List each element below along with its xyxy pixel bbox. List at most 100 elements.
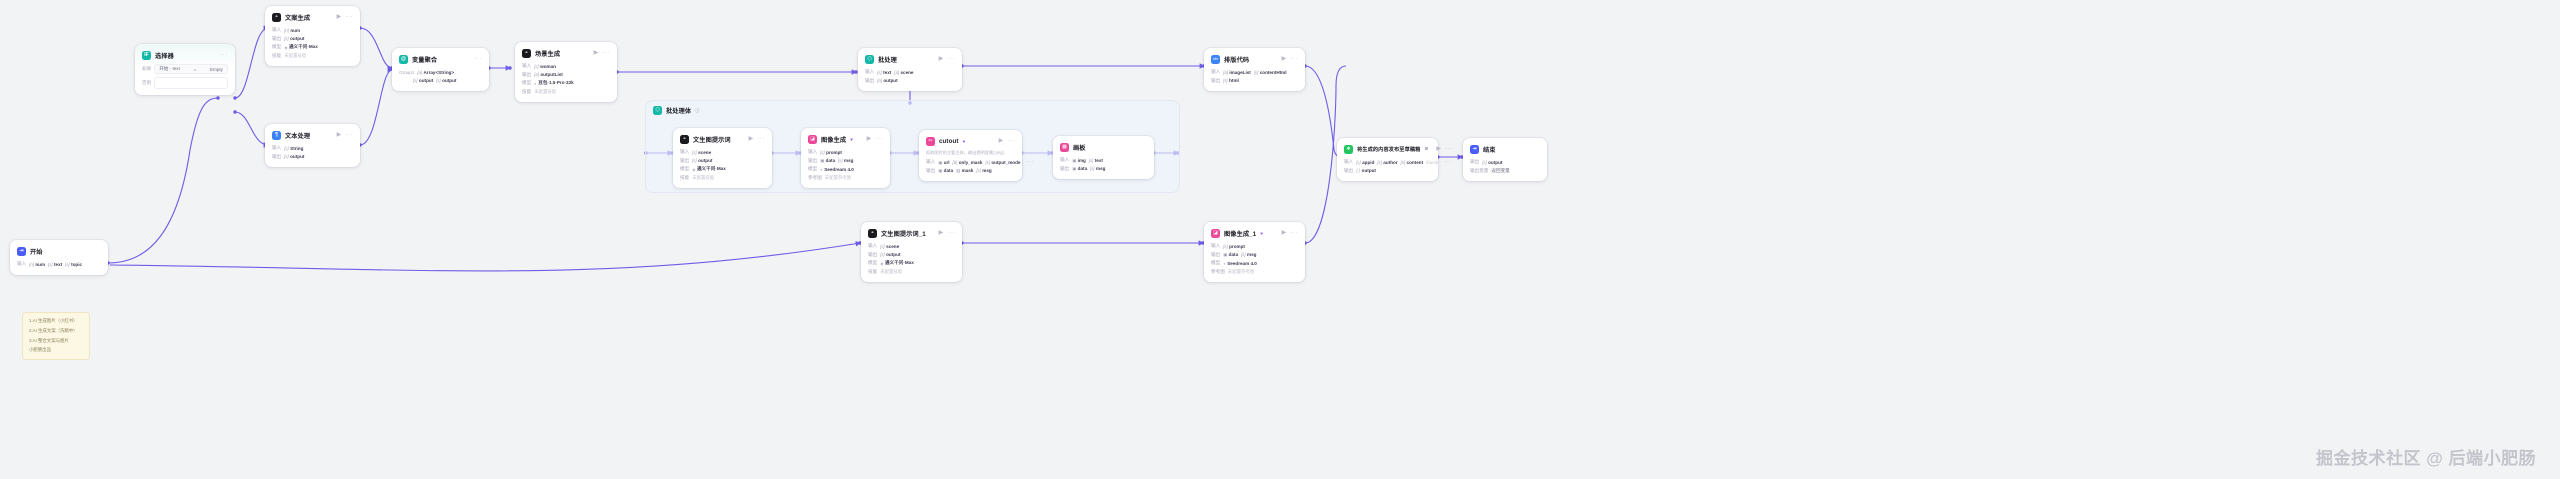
node-row: 输入 [s]woman [522, 62, 610, 71]
node-row: 输出变量 返回变量 [1470, 167, 1540, 176]
row-label: 输入 [1060, 157, 1070, 163]
else-slot[interactable] [154, 77, 228, 89]
node-row: 输出 [s]html [1211, 77, 1298, 86]
model-chip: ◐Seedream 4.0 [820, 166, 854, 172]
port-chip: [s]contentHtml [1253, 69, 1287, 75]
row-label: 模型 [1211, 260, 1221, 266]
run-icon[interactable]: ▶ [336, 132, 342, 138]
more-icon[interactable]: ··· [947, 230, 955, 236]
node-copy-gen[interactable]: ◓ 文案生成 ▶ ··· 输入 [n]num 输出 [s]output 模型 ◈… [265, 6, 360, 66]
more-icon[interactable]: ··· [1290, 56, 1298, 62]
node-row: 输入 [s]scene [680, 148, 765, 157]
heart-icon: ♥ [1260, 230, 1263, 236]
node-selector[interactable]: IF 选择器 ··· 如果 开始 - text = Empty 否则 [135, 44, 235, 95]
node-description: 抠取图片的主要主体，输出透明背景(.png) [926, 150, 1004, 155]
node-batch[interactable]: ⬡ 批处理 ▶ ··· 输入 [s]text [a]scene 输出 [a]ou… [858, 48, 962, 91]
run-icon[interactable]: ▶ [593, 50, 599, 56]
row-label: 输出 [272, 35, 282, 41]
row-label: 输入 [680, 149, 690, 155]
port-chip: ▣data [938, 168, 954, 174]
node-row: 输入 [s]scene [868, 242, 955, 251]
node-end[interactable]: ⇥ 结束 输出 [s]output 输出变量 返回变量 [1463, 138, 1547, 181]
more-icon[interactable]: ··· [875, 136, 883, 142]
port-chip: ▣data [820, 158, 836, 164]
run-icon[interactable]: ▶ [998, 138, 1004, 144]
node-title: 图像生成 [821, 136, 847, 144]
node-t2i-prompt[interactable]: ◓ 文生图提示词 ▶ ··· 输入 [s]scene 输出 [s]output … [673, 128, 772, 188]
node-header: ◓ 文生图提示词 ▶ ··· [680, 133, 765, 145]
row-label: 输出 [680, 157, 690, 163]
merge-icon: @ [399, 54, 408, 64]
node-row: 输出 { }output [1344, 167, 1431, 176]
more-icon[interactable]: ··· [345, 14, 353, 20]
run-icon[interactable]: ▶ [1436, 146, 1441, 152]
row-label: 输出 [522, 71, 532, 77]
port-chip: [a]scene [894, 69, 914, 75]
port-chip: [s]msg [1241, 252, 1257, 258]
node-scene-gen[interactable]: ◓ 场景生成 ▶ ··· 输入 [s]woman 输出 [a]outputLis… [515, 42, 617, 102]
node-board[interactable]: ▩ 画板 输入 ▣img [s]text 输出 ▣data [s]msg [1053, 136, 1154, 179]
run-icon[interactable]: ▶ [1281, 230, 1287, 236]
more-icon[interactable]: ··· [1444, 146, 1453, 152]
node-publish[interactable]: ❖ 将生成的内容发布至草稿箱 ⊞ ▶ ··· 输入 [s]appid [s]au… [1337, 138, 1452, 181]
node-img-gen-1[interactable]: ◪ 图像生成_1 ♥ ▶ ··· 输入 [s]prompt 输出 ▣data [… [1204, 222, 1305, 282]
node-start[interactable]: ⇥ 开始 输入 [n]num [s]text [s]topic [10, 240, 108, 275]
node-layout-code[interactable]: </> 排版代码 ▶ ··· 输入 [a]imageList [s]conten… [1204, 48, 1305, 91]
run-icon[interactable]: ▶ [938, 230, 944, 236]
node-row: Group1 [a]Array<String> [399, 68, 482, 77]
node-row: 输入 [s]text [a]scene [865, 68, 955, 77]
node-cutout[interactable]: ✂ cutout ♥ ▶ ··· 抠取图片的主要主体，输出透明背景(.png) … [919, 130, 1034, 181]
run-icon[interactable]: ▶ [866, 136, 872, 142]
node-header: ◓ 文生图提示词_1 ▶ ··· [868, 227, 955, 239]
plugin-icon: ❖ [1344, 144, 1353, 154]
return-variable-value: 返回变量 [1491, 167, 1510, 173]
node-header: ⬡ 批处理 ▶ ··· [865, 53, 955, 65]
node-row: 参考图 未配置参考图 [1211, 268, 1298, 277]
row-label: 技能 [522, 88, 532, 94]
info-icon[interactable]: ⓘ [695, 107, 700, 113]
node-t2i-prompt-1[interactable]: ◓ 文生图提示词_1 ▶ ··· 输入 [s]scene 输出 [s]outpu… [861, 222, 962, 282]
row-label: 输出变量 [1470, 167, 1489, 173]
condition-expression[interactable]: 开始 - text = Empty [154, 64, 228, 74]
node-row: [s]output [s]output [399, 77, 482, 86]
sticky-note[interactable]: 1.AI 生成图片（小红书） 2.AI 生成文案（洗稿中） 3.AI 整合文案与… [22, 312, 90, 361]
more-icon[interactable]: ··· [757, 136, 765, 142]
row-label: 输出 [1344, 167, 1354, 173]
skill-value: 未配置技能 [534, 88, 557, 94]
port-chip: ▣data [1072, 166, 1088, 172]
run-icon[interactable]: ▶ [748, 136, 754, 142]
start-icon: ⇥ [17, 246, 26, 256]
node-row: 技能 未配置技能 [680, 174, 765, 183]
port-chip: ▣img [1072, 157, 1086, 163]
more-icon[interactable]: ··· [1290, 230, 1298, 236]
more-icon[interactable]: ··· [474, 56, 482, 62]
more-icon[interactable]: ··· [602, 50, 610, 56]
row-label: 技能 [868, 268, 878, 274]
node-row: 输入 [n]num [s]text [s]topic [17, 260, 101, 269]
row-label: 技能 [680, 174, 690, 180]
node-header: </> 排版代码 ▶ ··· [1211, 53, 1298, 65]
node-row: 技能 未配置技能 [272, 52, 353, 61]
note-line: 2.AI 生成文案（洗稿中） [29, 327, 78, 333]
port-chip: ▣data [1223, 252, 1239, 258]
run-icon[interactable]: ▶ [938, 56, 944, 62]
port-chip: [s]output [284, 154, 305, 160]
node-row: 输入 [s]prompt [808, 148, 883, 157]
more-icon[interactable]: ··· [1007, 138, 1015, 144]
node-row: 输出 ▣data [s]msg [1211, 251, 1298, 260]
node-text-proc[interactable]: ¶ 文本处理 ▶ ··· 输入 [s]String 输出 [s]output [265, 124, 360, 167]
board-icon: ▩ [1060, 142, 1069, 152]
port-chip: [s]text [1088, 157, 1103, 163]
port-chip: [a]output [877, 78, 898, 84]
run-icon[interactable]: ▶ [1281, 56, 1287, 62]
row-more-icon[interactable]: ··· [1444, 159, 1453, 166]
row-more-icon[interactable]: ··· [1026, 159, 1035, 166]
more-icon[interactable]: ··· [947, 56, 955, 62]
node-img-gen[interactable]: ◪ 图像生成 ♥ ▶ ··· 输入 [s]prompt 输出 ▣data [s]… [801, 128, 890, 188]
port-chip: [s]scene [880, 243, 900, 249]
node-var-agg[interactable]: @ 变量聚合 ··· Group1 [a]Array<String> [s]ou… [392, 48, 489, 91]
run-icon[interactable]: ▶ [336, 14, 342, 20]
more-icon[interactable]: ··· [220, 52, 228, 58]
more-icon[interactable]: ··· [345, 132, 353, 138]
